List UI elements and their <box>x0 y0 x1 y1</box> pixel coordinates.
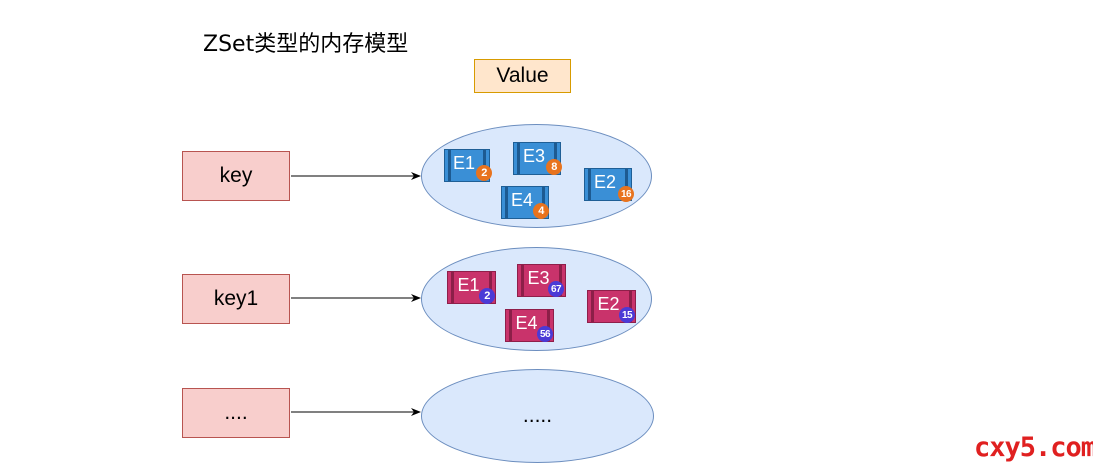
element-label: E1 <box>452 153 476 173</box>
value-label: Value <box>496 64 549 87</box>
zset-element: E4 56 <box>505 309 554 342</box>
score-badge: 67 <box>548 281 564 297</box>
zset-element: E3 8 <box>513 142 562 175</box>
zset-element: E2 15 <box>587 290 636 323</box>
score-badge: 2 <box>479 288 495 304</box>
element-label: E4 <box>515 313 538 333</box>
element-label: E2 <box>597 294 620 314</box>
zset-element: E2 16 <box>584 168 634 202</box>
element-label: E1 <box>457 275 480 295</box>
zset-element: E4 4 <box>501 186 549 219</box>
key-box-more: .... <box>182 388 290 438</box>
score-badge: 16 <box>618 186 634 202</box>
element-label: E3 <box>522 146 546 166</box>
key-box-key: key <box>182 151 290 201</box>
score-badge: 4 <box>533 203 549 219</box>
key-label: key1 <box>213 287 259 310</box>
score-badge: 8 <box>546 159 562 175</box>
diagram-title: ZSet类型的内存模型 <box>203 32 409 57</box>
key-label: key <box>219 164 253 187</box>
element-label: E3 <box>527 268 550 288</box>
zset-element: E3 67 <box>517 264 566 297</box>
zset-ellipse-more: ..... <box>421 369 654 463</box>
score-badge: 15 <box>619 307 635 323</box>
element-label: E2 <box>593 172 617 192</box>
ellipse-text: ..... <box>522 404 553 427</box>
zset-element: E1 2 <box>447 271 496 304</box>
score-badge: 56 <box>537 326 553 342</box>
key-box-key1: key1 <box>182 274 290 324</box>
zset-element: E1 2 <box>444 149 492 182</box>
score-badge: 2 <box>476 165 492 181</box>
value-label-box: Value <box>474 59 571 93</box>
element-label: E4 <box>510 190 534 210</box>
watermark-text: cxy5.com <box>974 432 1093 463</box>
key-label: .... <box>224 401 248 424</box>
